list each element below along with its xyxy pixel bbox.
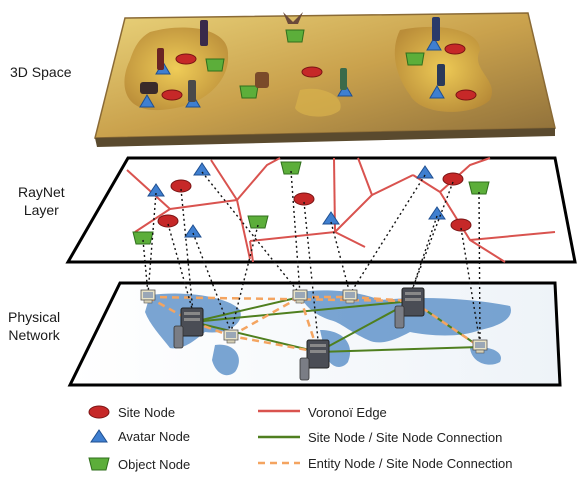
avatar-node-map <box>139 94 155 108</box>
character-figure <box>140 82 158 94</box>
desktop-computers <box>140 289 488 354</box>
desktop-icon <box>223 329 239 344</box>
character-figure <box>200 20 208 46</box>
object-node-map <box>285 29 305 43</box>
avatar-node-map <box>429 85 445 99</box>
object-node <box>132 231 154 245</box>
label-3d-space: 3D Space <box>10 63 71 81</box>
server-icon <box>394 287 425 329</box>
site-node-map <box>161 89 183 101</box>
character-figure <box>188 80 196 102</box>
object-node-map <box>405 52 425 66</box>
layer-3d-space <box>94 12 556 147</box>
label-raynet-layer: RayNet Layer <box>18 183 65 219</box>
character-figure <box>255 72 269 88</box>
label-3d-space-text: 3D Space <box>10 64 72 80</box>
label-physical-line1: Physical <box>8 309 61 325</box>
object-node <box>247 215 269 229</box>
site-node-map <box>455 89 477 101</box>
legend-voronoi-label: Voronoï Edge <box>308 405 387 420</box>
avatar-node <box>416 165 434 179</box>
object-node-map <box>239 85 259 99</box>
server-icon <box>299 339 330 381</box>
legend-object-icon <box>88 457 110 471</box>
legend: Site Node Avatar Node Object Node Vorono… <box>88 405 513 472</box>
site-node <box>157 214 179 228</box>
avatar-node <box>147 183 165 197</box>
site-node-map <box>444 43 466 55</box>
legend-object-label: Object Node <box>118 457 190 472</box>
game-map-edge <box>95 128 555 147</box>
avatar-node <box>184 224 202 238</box>
label-physical-network: Physical Network <box>8 308 60 344</box>
label-raynet-line2: Layer <box>23 202 59 218</box>
label-raynet-line1: RayNet <box>18 184 65 200</box>
avatar-node <box>193 162 211 176</box>
site-node <box>170 179 192 193</box>
site-node <box>293 192 315 206</box>
layer-mapping-lines <box>142 170 481 344</box>
winged-creature <box>283 12 303 24</box>
desktop-icon <box>140 289 156 304</box>
object-node-map <box>205 58 225 72</box>
avatar-node <box>428 206 446 220</box>
layer-raynet <box>65 156 577 264</box>
character-figure <box>437 64 445 86</box>
legend-avatar-label: Avatar Node <box>118 429 190 444</box>
landmass-center <box>295 88 341 117</box>
site-node-map <box>175 53 197 65</box>
label-physical-line2: Network <box>8 327 60 343</box>
desktop-icon <box>472 339 488 354</box>
legend-site-icon <box>88 405 110 419</box>
character-figure <box>432 17 440 41</box>
server-icon <box>173 307 204 349</box>
layer-physical-network <box>67 170 562 387</box>
site-node <box>442 172 464 186</box>
legend-site-label: Site Node <box>118 405 175 420</box>
character-figure <box>157 48 164 70</box>
desktop-icon <box>342 289 358 304</box>
legend-site-link-label: Site Node / Site Node Connection <box>308 430 502 445</box>
object-node <box>280 161 302 175</box>
site-node-map <box>301 66 323 78</box>
game-characters <box>140 12 445 102</box>
servers <box>173 287 425 381</box>
legend-entity-link-label: Entity Node / Site Node Connection <box>308 456 513 471</box>
legend-avatar-icon <box>90 429 108 443</box>
voronoi-edges <box>126 157 556 263</box>
site-node <box>450 218 472 232</box>
avatar-node-map <box>426 37 442 51</box>
character-figure <box>340 68 347 90</box>
desktop-icon <box>292 289 308 304</box>
object-node <box>468 181 490 195</box>
